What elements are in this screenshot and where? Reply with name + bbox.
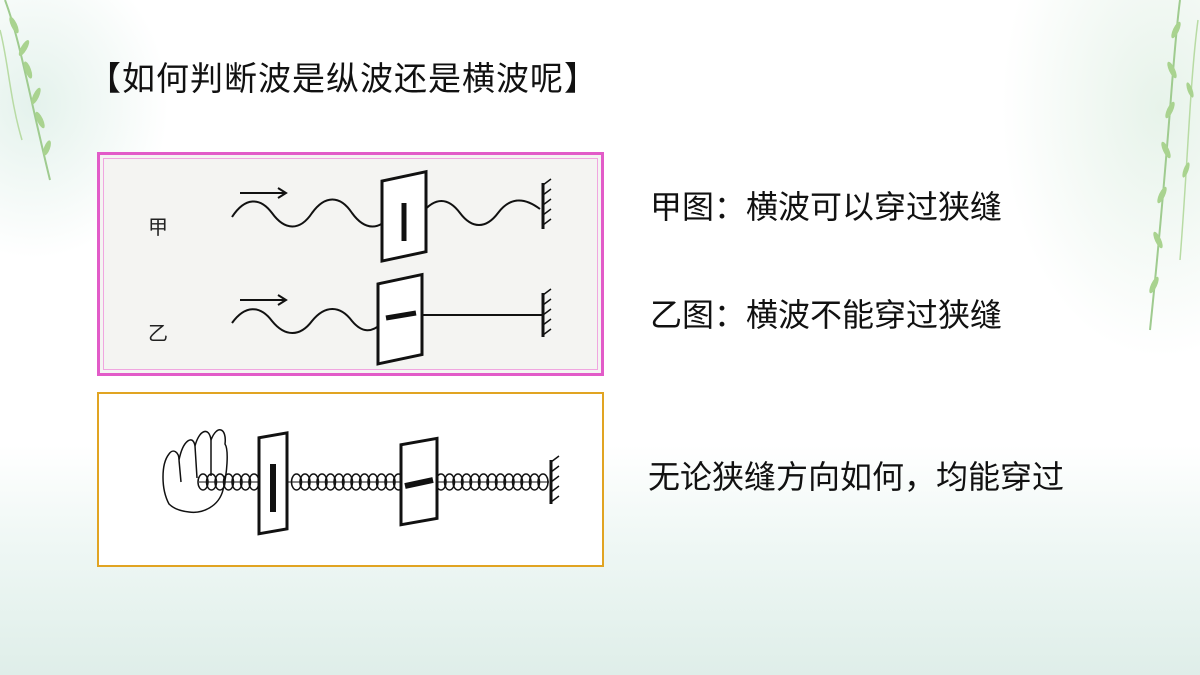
transverse-wave-diagram: [231, 169, 552, 366]
hand-icon: [162, 429, 228, 514]
background-glow-right: [1000, 0, 1200, 360]
jia-wall-hatch-icon: [542, 178, 552, 226]
jia-arrow-icon: [240, 187, 288, 199]
jia-row: [231, 169, 552, 263]
yi-row: [231, 272, 552, 366]
spring-slit-plate-horizontal: [399, 436, 439, 527]
yi-slit-plate: [376, 272, 424, 366]
yi-arrow-icon: [240, 294, 288, 306]
longitudinal-wave-figure: [97, 392, 604, 567]
jia-wave: [231, 198, 541, 228]
transverse-wave-figure: 甲 乙: [97, 152, 604, 376]
yi-wave: [231, 308, 383, 334]
yi-description: 乙图：横波不能穿过狭缝: [650, 296, 1003, 334]
yi-label: 乙: [148, 321, 168, 345]
spring-wall-hatch-icon: [550, 455, 560, 503]
spring-description: 无论狭缝方向如何，均能穿过: [648, 458, 1065, 496]
spring-slit-plate-vertical: [257, 431, 289, 536]
willow-branch-right-icon: [1149, 0, 1199, 331]
figure-inner-border: [103, 158, 598, 370]
longitudinal-wave-diagram: [162, 429, 560, 536]
yi-wall-hatch-icon: [542, 288, 552, 336]
yi-horizontal-slit: [385, 310, 417, 321]
willow-branch-left-icon: [0, 0, 51, 181]
jia-label: 甲: [148, 215, 168, 239]
jia-description: 甲图：横波可以穿过狭缝: [650, 188, 1003, 226]
page-title: 【如何判断波是纵波还是横波呢】: [88, 59, 598, 98]
